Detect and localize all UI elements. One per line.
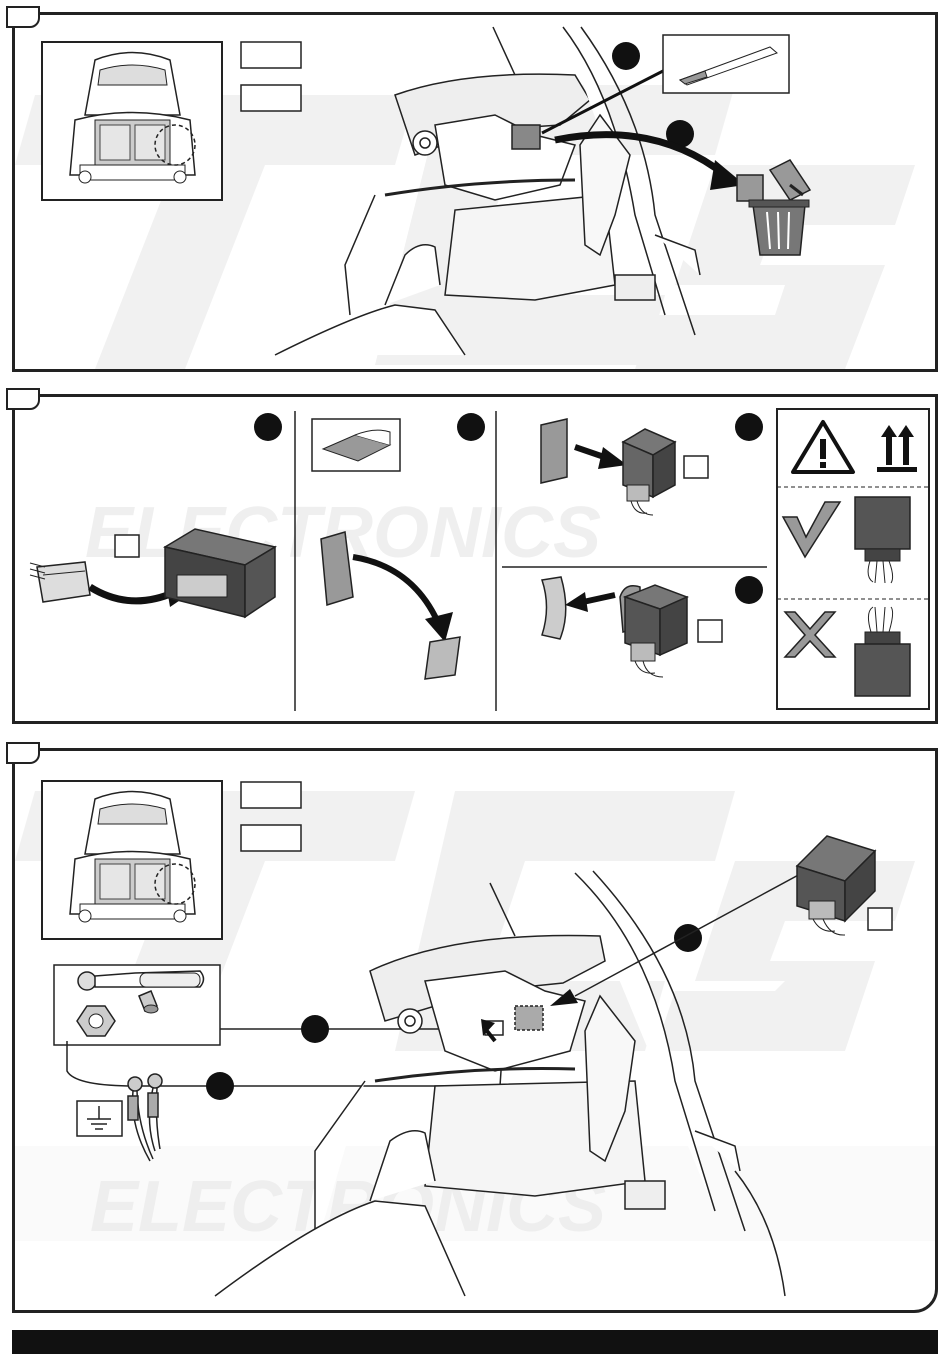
part-number-box xyxy=(684,456,708,478)
adhesive-pad-icon xyxy=(541,419,567,483)
part-number-box xyxy=(241,825,301,851)
step-2-tab xyxy=(6,388,40,410)
callout-4 xyxy=(735,576,763,604)
step-2-illustration: ELECTRONICS xyxy=(15,397,935,721)
part-number-box xyxy=(698,620,722,642)
module-box-icon xyxy=(620,585,687,677)
insert-arrow xyxy=(90,587,175,601)
step-3-illustration: ELECTRONICS xyxy=(15,751,935,1310)
step-1-illustration xyxy=(15,15,935,369)
step-1-panel xyxy=(12,12,938,372)
callout-2 xyxy=(206,1072,234,1100)
module-mount-point xyxy=(515,1006,543,1030)
callout-1 xyxy=(301,1015,329,1043)
step-1-tab xyxy=(6,6,40,28)
remove-liner-arrow-head xyxy=(565,592,588,612)
connector-plug-icon xyxy=(30,562,90,602)
part-number-box xyxy=(868,908,892,930)
part-number-box xyxy=(115,535,139,557)
step-3-tab xyxy=(6,742,40,764)
car-rear-open-icon xyxy=(42,42,222,200)
car-rear-open-icon xyxy=(42,781,222,939)
callout-2 xyxy=(457,413,485,441)
remove-liner-arrow xyxy=(583,595,615,602)
adhesive-liner xyxy=(425,637,460,679)
blanking-cap xyxy=(512,125,540,149)
footer-bar xyxy=(12,1330,938,1354)
step-3-panel: ELECTRONICS xyxy=(12,748,938,1313)
part-number-box xyxy=(241,782,301,808)
callout-3 xyxy=(735,413,763,441)
adhesive-pad-icon xyxy=(312,419,400,471)
ground-symbol-icon xyxy=(77,1101,122,1136)
adhesive-liner xyxy=(542,577,566,639)
part-number-box xyxy=(241,42,301,68)
callout-1 xyxy=(254,413,282,441)
callout-1 xyxy=(612,42,640,70)
part-number-box xyxy=(241,85,301,111)
cutter-knife-icon xyxy=(663,35,789,93)
module-box-icon xyxy=(623,429,675,515)
plug-cap-icon xyxy=(737,175,763,201)
peel-arrow-head xyxy=(425,612,453,642)
step-2-panel: ELECTRONICS xyxy=(12,394,938,724)
callout-3 xyxy=(674,924,702,952)
